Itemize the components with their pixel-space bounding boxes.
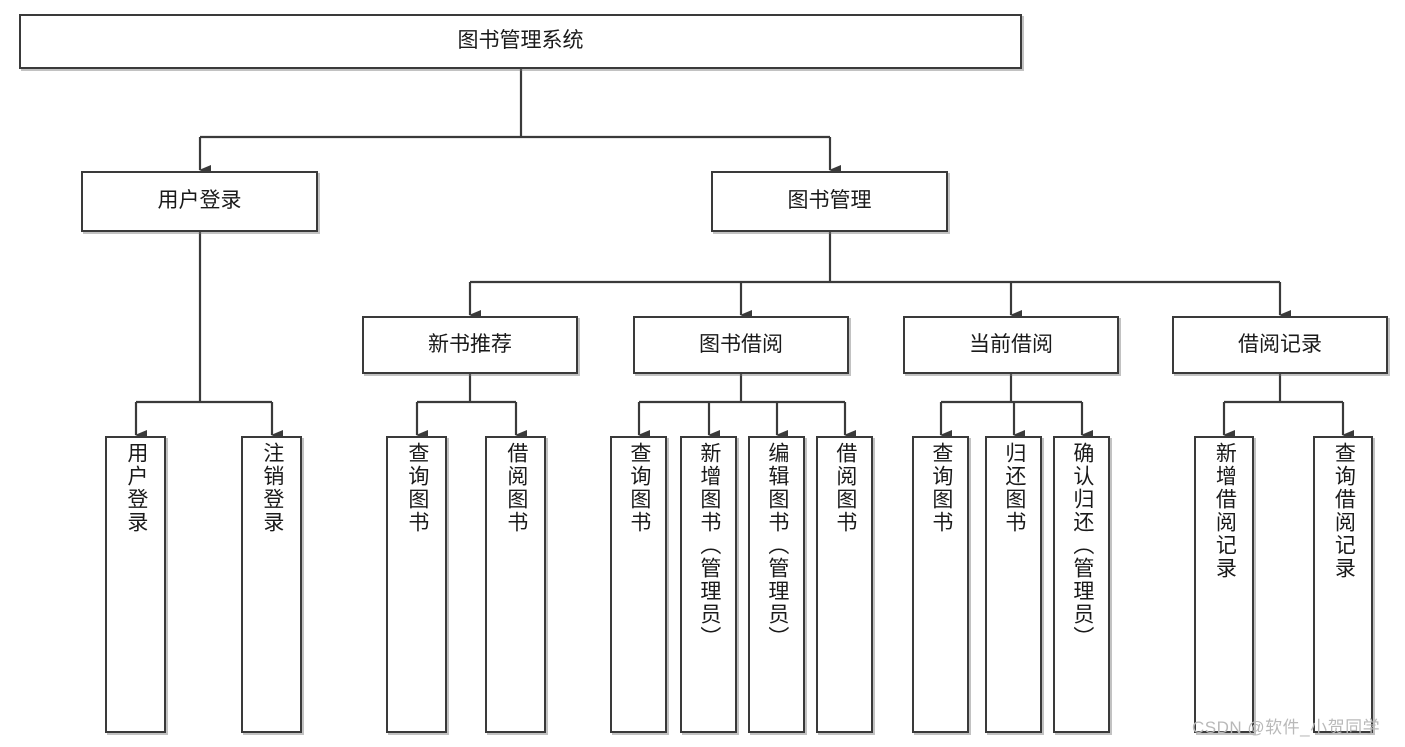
node-leaf-query-book-1[interactable]: 查询图书 [386,436,447,733]
node-leaf-edit-book[interactable]: 编辑图书（管理员） [748,436,805,733]
node-leaf-borrow-book-2[interactable]: 借阅图书 [816,436,873,733]
node-label: 新增借阅记录 [1213,442,1237,580]
node-label: 查询借阅记录 [1332,442,1356,580]
node-leaf-query-record[interactable]: 查询借阅记录 [1313,436,1373,733]
node-label: 查询图书 [405,442,429,534]
node-label: 编辑图书（管理员） [765,442,789,649]
node-root[interactable]: 图书管理系统 [19,14,1022,69]
node-leaf-confirm-return[interactable]: 确认归还（管理员） [1053,436,1110,733]
node-leaf-borrow-book-1[interactable]: 借阅图书 [485,436,546,733]
node-leaf-add-record[interactable]: 新增借阅记录 [1194,436,1254,733]
node-label: 借阅图书 [833,442,857,534]
node-leaf-logout[interactable]: 注销登录 [241,436,302,733]
node-new-book-recommend[interactable]: 新书推荐 [362,316,578,374]
node-label: 新书推荐 [428,332,512,356]
node-label: 借阅记录 [1238,332,1322,356]
watermark-text: CSDN @软件_小贺同学 [1192,718,1381,737]
node-leaf-query-book-2[interactable]: 查询图书 [610,436,667,733]
node-leaf-return-book[interactable]: 归还图书 [985,436,1042,733]
node-label: 用户登录 [124,442,148,534]
node-label: 用户登录 [157,189,242,213]
node-label: 确认归还（管理员） [1070,442,1094,649]
node-label: 注销登录 [260,442,284,534]
edge-paths [134,69,1354,440]
node-leaf-add-book[interactable]: 新增图书（管理员） [680,436,737,733]
node-label: 归还图书 [1002,442,1026,534]
node-label: 查询图书 [627,442,651,534]
node-book-borrow[interactable]: 图书借阅 [633,316,849,374]
node-label: 新增图书（管理员） [697,442,721,649]
node-current-borrow[interactable]: 当前借阅 [903,316,1119,374]
node-leaf-query-book-3[interactable]: 查询图书 [912,436,969,733]
node-label: 当前借阅 [969,332,1053,356]
node-borrow-record[interactable]: 借阅记录 [1172,316,1388,374]
node-label: 查询图书 [929,442,953,534]
node-leaf-user-login[interactable]: 用户登录 [105,436,166,733]
node-label: 图书管理 [787,189,872,213]
node-label: 图书借阅 [699,332,783,356]
node-user-login[interactable]: 用户登录 [81,171,318,232]
node-label: 借阅图书 [504,442,528,534]
node-label: 图书管理系统 [457,29,584,53]
node-book-manage[interactable]: 图书管理 [711,171,948,232]
